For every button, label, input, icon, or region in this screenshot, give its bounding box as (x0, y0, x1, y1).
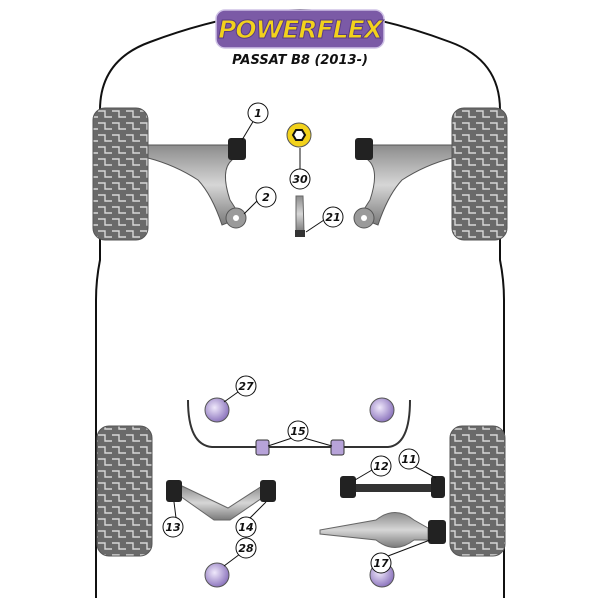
dog-bone-mount-21[interactable] (295, 195, 305, 233)
front-left-bush-1[interactable] (228, 138, 246, 160)
callout-30[interactable]: 30 (289, 168, 311, 190)
front-right-bush-1[interactable] (355, 138, 373, 160)
rear-right-bush-17[interactable] (428, 520, 446, 544)
subframe-bush-28-left[interactable] (204, 562, 230, 588)
callout-label: 21 (325, 211, 340, 224)
callout-13[interactable]: 13 (162, 516, 184, 538)
rear-right-bush-12[interactable] (340, 476, 356, 498)
rear-right-wheel (449, 425, 506, 557)
brand-text: POWERFLEX (218, 15, 385, 44)
callout-label: 12 (373, 460, 389, 473)
mount-bush (295, 230, 305, 237)
callout-15[interactable]: 15 (287, 420, 309, 442)
callout-12[interactable]: 12 (370, 455, 392, 477)
front-left-control-arm (147, 144, 241, 226)
anti-roll-bar-bush-right[interactable] (330, 439, 345, 456)
rear-left-bush-14[interactable] (260, 480, 276, 502)
leader-lines (173, 119, 437, 567)
rear-anti-roll-bar (187, 399, 411, 448)
subframe-bush-27-left[interactable] (204, 397, 230, 423)
hex-nut-icon (291, 129, 307, 141)
callout-label: 13 (165, 521, 181, 534)
callout-21[interactable]: 21 (322, 206, 344, 228)
rear-right-bush-11[interactable] (431, 476, 445, 498)
callout-label: 2 (262, 191, 270, 204)
callout-label: 15 (290, 425, 306, 438)
callout-label: 30 (292, 173, 308, 186)
callout-11[interactable]: 11 (398, 448, 420, 470)
callout-1[interactable]: 1 (247, 102, 269, 124)
subframe-bush-27-right[interactable] (369, 397, 395, 423)
rear-left-wheel (96, 425, 153, 557)
rear-right-lower-arm (319, 512, 429, 548)
callout-label: 11 (401, 453, 416, 466)
rear-right-upper-link (356, 484, 431, 492)
front-right-control-arm (359, 144, 453, 226)
callout-label: 27 (238, 380, 254, 393)
callout-27[interactable]: 27 (235, 375, 257, 397)
car-body-outline (95, 8, 505, 598)
bush-hole (361, 215, 367, 221)
powerflex-logo: POWERFLEX (215, 9, 386, 49)
rear-left-lower-arm (179, 485, 266, 521)
rear-left-bush-13[interactable] (166, 480, 182, 502)
anti-roll-bar-bush-left[interactable] (255, 439, 270, 456)
callout-28[interactable]: 28 (235, 537, 257, 559)
bush-hole (233, 215, 239, 221)
callout-label: 1 (254, 107, 262, 120)
front-right-wheel (451, 107, 508, 241)
callout-2[interactable]: 2 (255, 186, 277, 208)
callout-label: 17 (373, 557, 389, 570)
front-left-wheel (92, 107, 149, 241)
callout-label: 14 (238, 521, 253, 534)
callout-label: 28 (238, 542, 254, 555)
callout-17[interactable]: 17 (370, 552, 392, 574)
callout-14[interactable]: 14 (235, 516, 257, 538)
vehicle-model-title: PASSAT B8 (2013-) (232, 53, 368, 68)
